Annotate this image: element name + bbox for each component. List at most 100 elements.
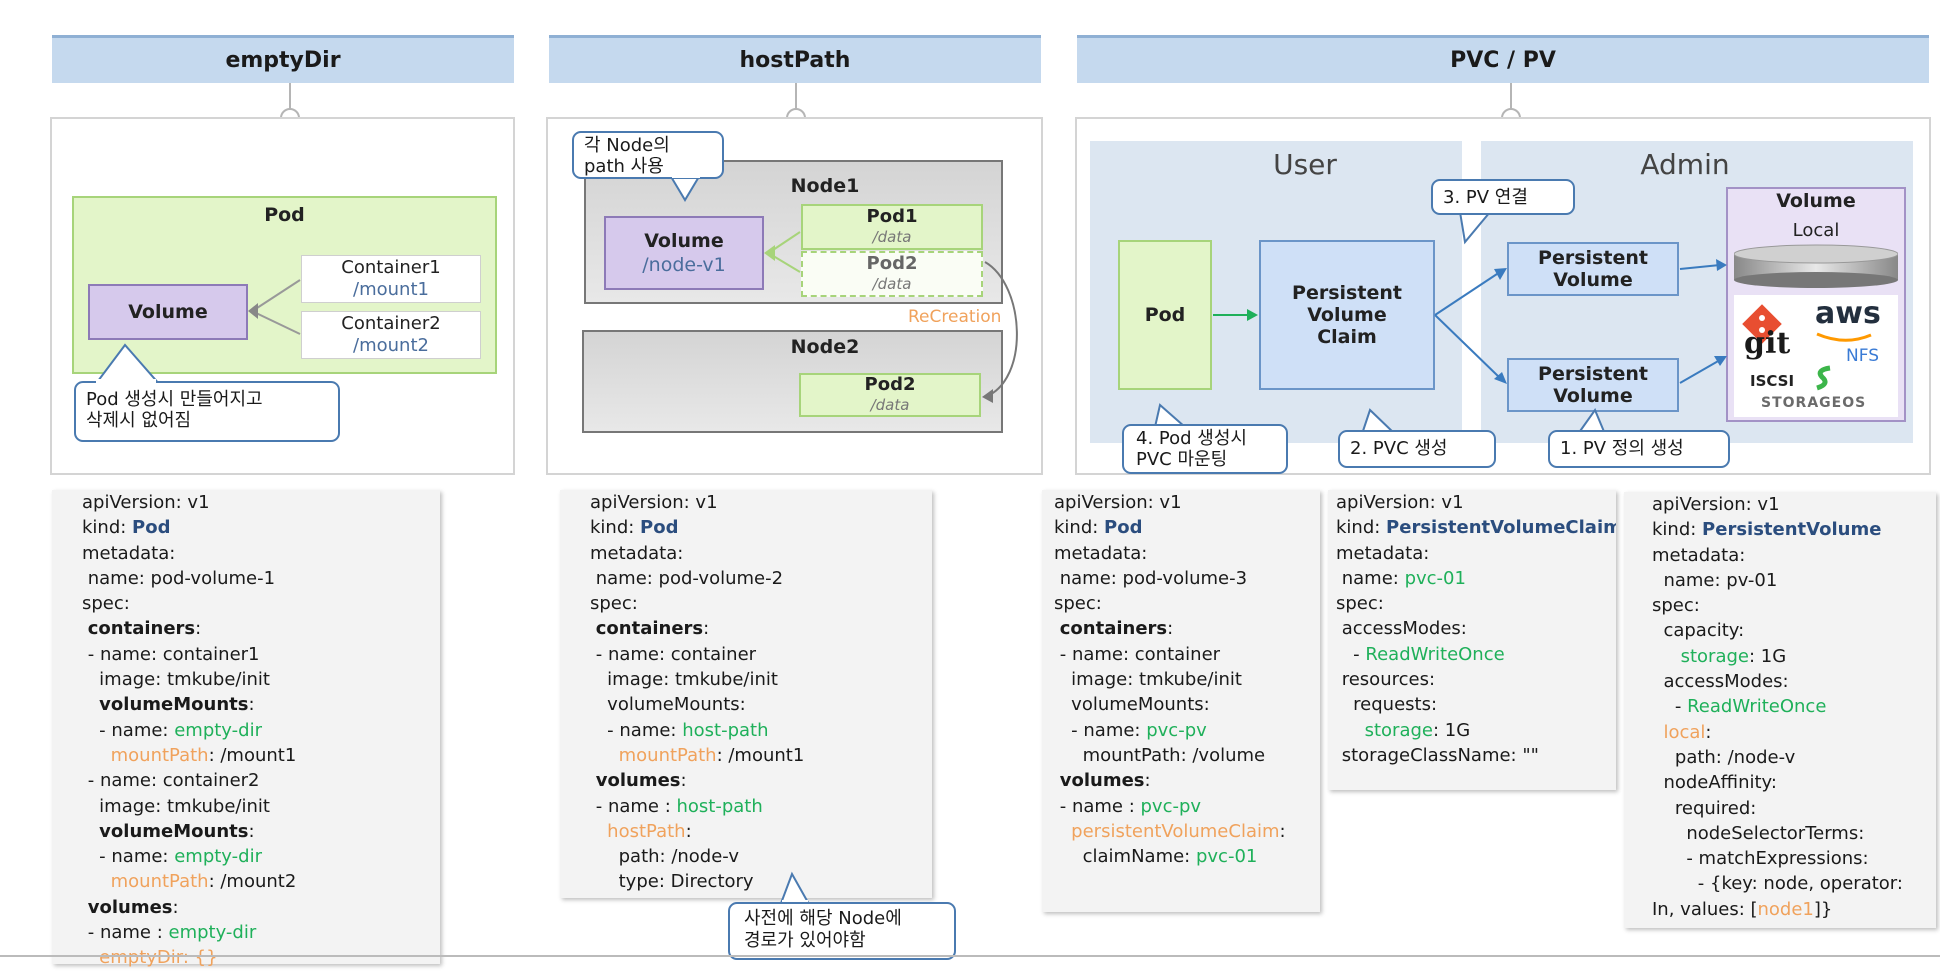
pod2b-path: /data xyxy=(870,396,910,414)
pod2b-box: Pod2 /data xyxy=(799,373,981,417)
user-label: User xyxy=(1273,148,1337,181)
yaml-line: name: pod-volume-3 xyxy=(1054,567,1248,589)
yaml-line: local: xyxy=(1663,721,1712,743)
nfs-label: NFS xyxy=(1846,346,1879,366)
pvc-line: Volume xyxy=(1307,304,1387,326)
yaml-line: - ReadWriteOnce xyxy=(1652,696,1827,718)
yaml-line: kind: PersistentVolumeClaim xyxy=(1336,517,1616,539)
yaml-line: name: pod-volume-1 xyxy=(82,567,276,589)
storage-local-label: Local xyxy=(1792,220,1840,241)
yaml-line: - name: container1 xyxy=(82,643,260,665)
yaml-line: path: /node-v xyxy=(590,846,739,868)
pv1-to-volume-arrow xyxy=(1679,264,1721,270)
pod2-ghost-box: Pod2 /data xyxy=(801,251,983,297)
yaml-line: volumes: xyxy=(87,896,179,918)
yaml-line: volumeMounts: xyxy=(1054,694,1210,716)
callout-pv-define: 1. PV 정의 생성 xyxy=(1548,430,1730,468)
connector-container1 xyxy=(253,279,301,311)
header-emptydir: emptyDir xyxy=(52,35,514,83)
callout-line: 경로가 있어야함 xyxy=(744,930,866,951)
pv-line: Persistent xyxy=(1538,247,1648,269)
yaml-line: claimName: pvc-01 xyxy=(1054,846,1258,868)
arrowhead xyxy=(1247,309,1258,321)
pod1-box: Pod1 /data xyxy=(801,204,983,250)
yaml-line: image: tmkube/init xyxy=(82,669,270,691)
yaml-line: - name: empty-dir xyxy=(82,719,262,741)
yaml-line: - matchExpressions: xyxy=(1652,848,1869,870)
yaml-line: storage: 1G xyxy=(1680,645,1787,667)
yaml-line: name: pvc-01 xyxy=(1336,567,1466,589)
yaml-line: image: tmkube/init xyxy=(1054,669,1242,691)
yaml-line: accessModes: xyxy=(1652,671,1789,693)
pv2-to-volume-arrow xyxy=(1679,359,1721,384)
yaml-line: spec: xyxy=(1652,595,1700,617)
pvc-to-pv2-arrow xyxy=(1434,314,1501,379)
callout-pointer-cover xyxy=(96,379,156,387)
callout-line: Pod 생성시 만들어지고 xyxy=(86,389,263,410)
pvc-box: Persistent Volume Claim xyxy=(1259,240,1435,390)
pod1-path: /data xyxy=(872,228,912,246)
yaml-line: nodeAffinity: xyxy=(1652,772,1777,794)
yaml-line: - name : empty-dir xyxy=(82,922,257,944)
yaml-line: spec: xyxy=(590,593,638,615)
callout-pod-mount: 4. Pod 생성시 PVC 마운팅 xyxy=(1122,424,1288,474)
callout-pvc-create: 2. PVC 생성 xyxy=(1338,430,1496,468)
yaml-line: name: pv-01 xyxy=(1652,569,1778,591)
arrowhead xyxy=(1714,356,1727,366)
recreation-arrow xyxy=(984,261,1018,398)
iscsi-label: ISCSI xyxy=(1750,372,1795,390)
yaml-line: - name: container xyxy=(590,643,757,665)
header-hostpath: hostPath xyxy=(549,35,1041,83)
yaml-line: - name: empty-dir xyxy=(82,846,262,868)
node2-title: Node2 xyxy=(790,336,860,358)
pvc-connectors xyxy=(1153,211,1727,435)
pv2-box: Persistent Volume xyxy=(1507,358,1679,412)
yaml-line: resources: xyxy=(1336,669,1436,691)
yaml-line: - name: pvc-pv xyxy=(1054,719,1207,741)
yaml-line: mountPath: /mount1 xyxy=(110,744,297,766)
pod1-label: Pod1 xyxy=(866,206,918,227)
yaml-line: volumes: xyxy=(1059,770,1151,792)
container1-label: Container1 xyxy=(341,257,441,278)
pv-line: Volume xyxy=(1553,385,1633,407)
yaml-line: requests: xyxy=(1336,694,1438,716)
aws-label: aws xyxy=(1815,296,1881,331)
yaml-line: kind: Pod xyxy=(590,517,679,539)
yaml-line: - name: host-path xyxy=(590,719,769,741)
yaml-line: containers: xyxy=(1059,618,1174,640)
node1-title: Node1 xyxy=(790,175,860,197)
callout-pointer xyxy=(1458,211,1493,245)
pod2b-label: Pod2 xyxy=(864,374,916,395)
yaml-line: nodeSelectorTerms: xyxy=(1652,822,1865,844)
yaml-line: metadata: xyxy=(1336,542,1430,564)
volume-label: Volume xyxy=(644,230,724,252)
yaml-line: mountPath: /volume xyxy=(1054,744,1266,766)
connector-line xyxy=(1510,83,1512,113)
pvc-pod-box: Pod xyxy=(1118,240,1212,390)
yaml-line: mountPath: /mount1 xyxy=(618,744,805,766)
yaml-line: apiVersion: v1 xyxy=(82,492,210,513)
pod2-label: Pod2 xyxy=(866,253,918,274)
volume-box: Volume xyxy=(88,284,248,340)
hostpath-callout: 각 Node의 path 사용 xyxy=(572,131,724,179)
yaml-line: image: tmkube/init xyxy=(590,669,778,691)
arrowhead xyxy=(1494,268,1507,280)
yaml-line: kind: PersistentVolume xyxy=(1652,519,1882,541)
yaml-line: capacity: xyxy=(1652,620,1745,642)
yaml-line: In, values: [node1]} xyxy=(1652,898,1833,920)
yaml-line: volumeMounts: xyxy=(99,820,255,842)
yaml-line: containers: xyxy=(87,618,202,640)
yaml-line: type: Directory xyxy=(590,871,754,893)
yaml-line: storageClassName: "" xyxy=(1336,744,1539,766)
yaml-line: volumeMounts: xyxy=(99,694,255,716)
header-pvc-pv: PVC / PV xyxy=(1077,35,1929,83)
pv1-box: Persistent Volume xyxy=(1507,242,1679,296)
storage-volume-title: Volume xyxy=(1776,190,1856,212)
yaml-line: - name: container2 xyxy=(82,770,260,792)
hostpath-volume-box: Volume /node-v1 xyxy=(604,216,764,290)
callout-pointer xyxy=(778,871,812,906)
